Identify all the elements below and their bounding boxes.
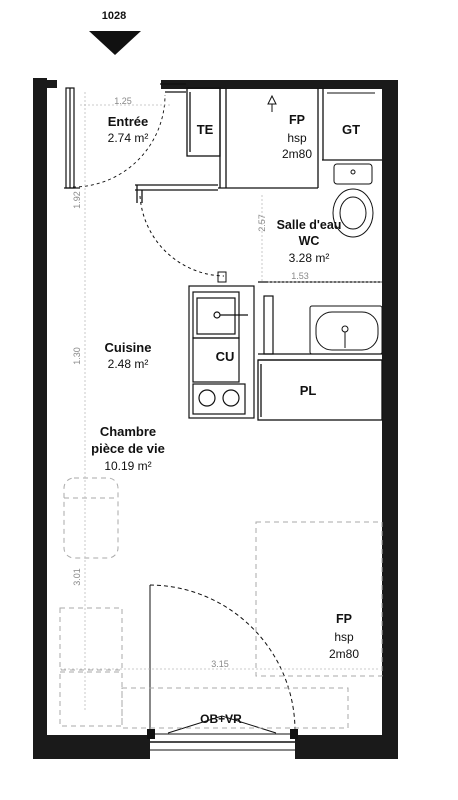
kitchen-unit	[188, 285, 274, 419]
fixture-pl-label: PL	[300, 383, 317, 398]
room-salle-eau: Salle d'eau WC 3.28 m²	[277, 218, 342, 265]
dim-bath-height: 2.57	[257, 214, 267, 232]
room-cuisine: Cuisine 2.48 m²	[105, 340, 152, 371]
room-chambre: Chambre pièce de vie 10.19 m²	[91, 424, 165, 473]
fixture-gt-label: GT	[342, 122, 360, 137]
room-name-line2: WC	[299, 234, 320, 248]
dim-bath-width: 1.53	[291, 271, 309, 281]
room-name: Cuisine	[105, 340, 152, 355]
fixture-te-label: TE	[197, 122, 214, 137]
dim-kitchen-depth: 1.30	[72, 347, 82, 365]
room-name: Entrée	[108, 114, 148, 129]
fixture-cu-label: CU	[216, 349, 235, 364]
dimension-lines	[60, 92, 382, 710]
furniture-outlines	[59, 477, 383, 729]
fp-height: 2m80	[329, 647, 359, 661]
room-area: 2.48 m²	[108, 357, 149, 371]
room-name: Salle d'eau	[277, 218, 342, 232]
fp-label-bottom: FP hsp 2m80	[329, 612, 359, 661]
fp-hsp: hsp	[287, 131, 307, 145]
bathroom-door	[139, 195, 227, 283]
room-door	[149, 584, 296, 732]
dim-entry-depth: 1.92	[72, 191, 82, 209]
dim-entry-width: 1.25	[114, 96, 132, 106]
window	[147, 715, 298, 751]
fp-height: 2m80	[282, 147, 312, 161]
unit-number: 1028	[102, 10, 126, 22]
fp-title: FP	[289, 113, 305, 127]
room-entree: Entrée 2.74 m²	[108, 114, 149, 145]
fp-hsp: hsp	[334, 630, 354, 644]
shower-marker	[267, 92, 375, 112]
room-area: 10.19 m²	[104, 459, 151, 473]
fp-label-top: FP hsp 2m80	[282, 113, 312, 161]
room-name-line2: pièce de vie	[91, 441, 165, 456]
dim-room-width: 3.15	[211, 659, 229, 669]
room-name: Chambre	[100, 424, 156, 439]
dim-room-depth: 3.01	[72, 568, 82, 586]
entrance-arrow-icon	[89, 31, 141, 55]
window-label: OB+VR	[200, 712, 242, 726]
entry-door	[64, 87, 166, 189]
room-area: 3.28 m²	[289, 251, 330, 265]
room-area: 2.74 m²	[108, 131, 149, 145]
fp-title: FP	[336, 612, 352, 626]
bathroom-fixtures	[309, 163, 383, 355]
